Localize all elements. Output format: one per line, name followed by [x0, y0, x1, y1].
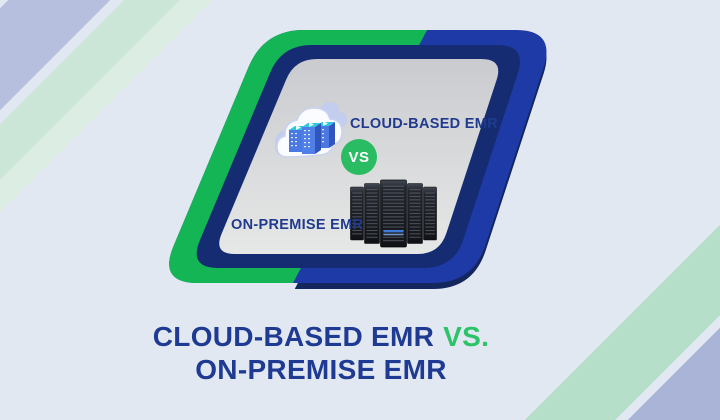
- vs-badge-label: VS: [348, 148, 370, 166]
- page-title: CLOUD-BASED EMR VS. ON-PREMISE EMR: [0, 320, 642, 386]
- cloud-based-emr-label: CLOUD-BASED EMR: [350, 116, 498, 132]
- title-line-1-accent: VS.: [443, 321, 490, 352]
- server-racks-icon: [350, 179, 437, 248]
- on-premise-emr-label: ON-PREMISE EMR: [231, 217, 364, 233]
- cloud-servers-icon: [275, 102, 347, 158]
- title-line-1-main: CLOUD-BASED EMR: [152, 321, 435, 352]
- title-line-2: ON-PREMISE EMR: [195, 354, 447, 385]
- title-line-1: CLOUD-BASED EMR VS.: [0, 320, 642, 353]
- vs-badge: VS: [341, 139, 377, 175]
